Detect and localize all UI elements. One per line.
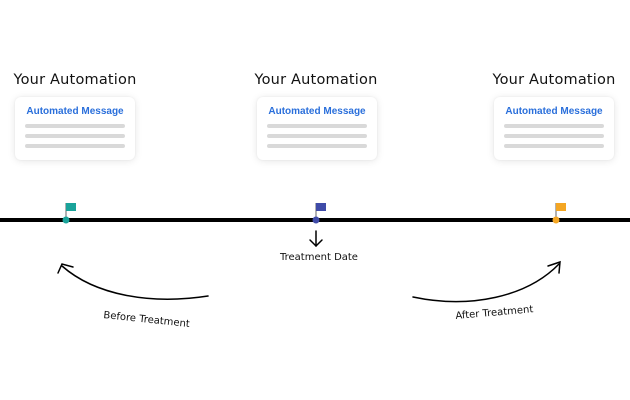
timeline-dot-treatment [312, 216, 320, 224]
placeholder-line [504, 124, 604, 128]
automation-title-2: Your Automation [254, 72, 378, 88]
timeline-dot-before [62, 216, 70, 224]
placeholder-line [267, 134, 367, 138]
placeholder-line [504, 144, 604, 148]
timeline-dot-after [552, 216, 560, 224]
flag-marker-before [62, 203, 76, 224]
automation-card-2: Automated Message [257, 97, 377, 160]
automation-card-title-2: Automated Message [268, 106, 366, 117]
flag-icon [316, 203, 326, 211]
automation-title-1: Your Automation [13, 72, 137, 88]
flag-marker-treatment [312, 203, 326, 224]
curved-arrow-before-icon [57, 263, 209, 300]
placeholder-line [25, 144, 125, 148]
curved-arrow-after-icon [412, 260, 561, 303]
down-arrow-icon [309, 230, 323, 248]
placeholder-line [504, 134, 604, 138]
flag-icon [66, 203, 76, 211]
placeholder-line [25, 134, 125, 138]
automation-card-1: Automated Message [15, 97, 135, 160]
placeholder-line [267, 124, 367, 128]
automation-card-title-3: Automated Message [505, 106, 603, 117]
automation-card-title-1: Automated Message [26, 106, 124, 117]
placeholder-line [267, 144, 367, 148]
automation-card-3: Automated Message [494, 97, 614, 160]
placeholder-line [25, 124, 125, 128]
automation-title-3: Your Automation [492, 72, 616, 88]
flag-icon [556, 203, 566, 211]
treatment-date-label: Treatment Date [280, 252, 358, 263]
flag-marker-after [552, 203, 566, 224]
